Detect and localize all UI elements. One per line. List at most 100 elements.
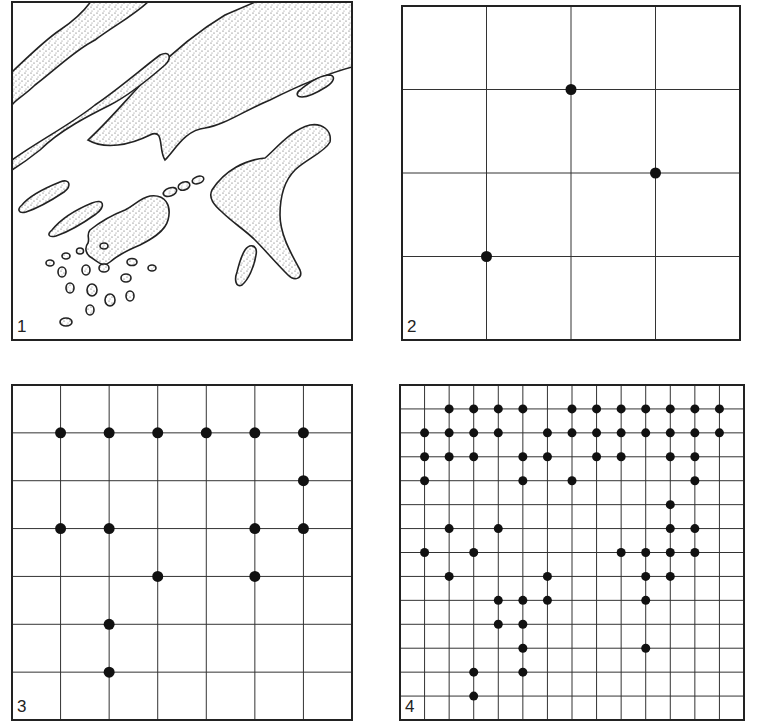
sample-dot [641, 644, 650, 653]
sample-dot [690, 404, 699, 413]
grid-line [400, 696, 744, 697]
sample-dot [715, 404, 724, 413]
sample-dot [568, 428, 577, 437]
grid-line [400, 648, 744, 649]
sample-dot [152, 571, 163, 582]
sample-dot [104, 523, 115, 534]
sample-grids [12, 6, 744, 720]
sample-dot [469, 668, 478, 677]
sample-dot [420, 428, 429, 437]
sample-dot [666, 524, 675, 533]
sample-dot [518, 476, 527, 485]
sample-dot [104, 619, 115, 630]
sample-dot [568, 404, 577, 413]
sample-dot [518, 596, 527, 605]
sample-dot [249, 427, 260, 438]
sample-dot [592, 404, 601, 413]
sample-dot [666, 452, 675, 461]
grid-line [400, 600, 744, 601]
sample-dot [445, 452, 454, 461]
sample-dot [641, 548, 650, 557]
grid-line [12, 576, 352, 577]
sample-dot [641, 404, 650, 413]
sample-dot [469, 428, 478, 437]
patch-map [12, 0, 360, 340]
sample-dot [690, 524, 699, 533]
panel-number: 3 [16, 698, 27, 715]
sample-dot [298, 475, 309, 486]
sample-dot [666, 428, 675, 437]
sample-dot [617, 452, 626, 461]
sample-dot [690, 428, 699, 437]
sample-dot [543, 572, 552, 581]
panel-number: 2 [406, 318, 417, 335]
grid-line [402, 256, 740, 257]
grid-line [400, 672, 744, 673]
sample-dot [518, 668, 527, 677]
grid-panel [402, 6, 740, 340]
sample-dot [494, 620, 503, 629]
panel-frame [402, 6, 740, 340]
sample-dot [592, 452, 601, 461]
sample-dot [494, 428, 503, 437]
sample-dot [592, 428, 601, 437]
grid-line [400, 624, 744, 625]
sample-dot [55, 523, 66, 534]
sample-dot [641, 572, 650, 581]
grid-line [12, 624, 352, 625]
panel-number: 4 [404, 698, 415, 715]
sample-dot [641, 596, 650, 605]
sample-dot [543, 596, 552, 605]
grid-line [402, 173, 740, 174]
sample-dot [650, 168, 661, 179]
sample-dot [298, 523, 309, 534]
sample-dot [445, 572, 454, 581]
sample-dot [445, 524, 454, 533]
sample-dot [518, 452, 527, 461]
sample-dot [690, 548, 699, 557]
sample-dot [469, 452, 478, 461]
sample-dot [469, 548, 478, 557]
sample-dot [420, 452, 429, 461]
sample-dot [543, 428, 552, 437]
sample-dot [617, 404, 626, 413]
sample-dot [469, 692, 478, 701]
sample-dot [666, 572, 675, 581]
sample-dot [469, 404, 478, 413]
sample-dot [566, 84, 577, 95]
sample-dot [201, 427, 212, 438]
sample-dot [666, 404, 675, 413]
sample-dot [568, 476, 577, 485]
grid-line [12, 672, 352, 673]
sample-dot [55, 427, 66, 438]
panel-number: 1 [16, 318, 27, 335]
sample-dot [641, 428, 650, 437]
sample-dot [518, 404, 527, 413]
sample-dot [249, 523, 260, 534]
sample-dot [543, 452, 552, 461]
sample-dot [617, 548, 626, 557]
panel-frame [12, 385, 352, 720]
sample-dot [298, 427, 309, 438]
panel-frame [400, 385, 744, 720]
grid-panel [12, 385, 352, 720]
sample-dot [518, 620, 527, 629]
grid-panel [400, 385, 744, 720]
sample-dot [420, 476, 429, 485]
sample-dot [715, 428, 724, 437]
sample-dot [104, 667, 115, 678]
sample-dot [445, 428, 454, 437]
sample-dot [494, 596, 503, 605]
sample-dot [104, 427, 115, 438]
sample-dot [666, 548, 675, 557]
sample-dot [494, 524, 503, 533]
sample-dot [494, 404, 503, 413]
sample-dot [249, 571, 260, 582]
sample-dot [445, 404, 454, 413]
sample-dot [518, 644, 527, 653]
sample-dot [481, 251, 492, 262]
sample-dot [690, 476, 699, 485]
sample-dot [666, 500, 675, 509]
sample-dot [617, 428, 626, 437]
